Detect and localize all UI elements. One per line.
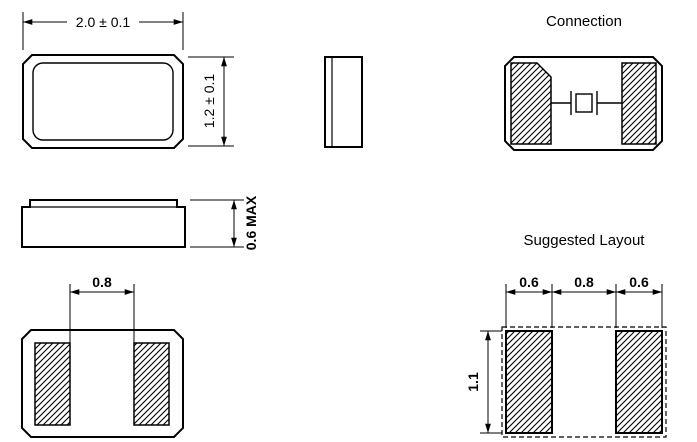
suggested-layout-title: Suggested Layout [524,232,646,249]
layout-pad-right [615,330,663,434]
layout-package-outline-dashed [501,326,667,438]
layout-pad-left [505,330,553,434]
top-view-package-outline [22,54,184,149]
dim-label-mask [67,14,139,29]
layout-left-pad-width-label: 0.6 [519,274,539,290]
connection-pad-right [621,62,657,145]
crystal-symbol [551,91,622,115]
bottom-view-pad-left [34,342,71,426]
end-view [324,56,363,148]
suggested-layout-view: Suggested Layout 0.6 0.8 0.6 1.1 [465,232,667,438]
layout-right-pad-width-label: 0.6 [629,274,649,290]
side-view-height-label: 0.6 MAX [243,195,259,250]
layout-gap-label: 0.8 [574,274,594,290]
side-view: 0.6 MAX [21,195,259,250]
connection-title: Connection [546,13,622,30]
connection-view: Connection [504,13,663,151]
top-view: 2.0 ± 0.1 1.2 ± 0.1 [22,12,234,149]
top-view-width-label: 2.0 ± 0.1 [76,14,131,30]
bottom-view-package-outline [21,329,184,438]
bottom-view: 0.8 [21,274,184,438]
layout-pad-height-label: 1.1 [465,372,481,392]
end-view-outline [324,56,363,148]
top-view-cavity-outline [32,62,174,141]
crystal-body [575,93,593,113]
connection-package-outline [504,56,663,151]
top-view-height-label: 1.2 ± 0.1 [201,74,217,129]
bottom-view-gap-label: 0.8 [92,274,112,290]
bottom-view-pad-right [133,342,170,426]
connection-pad-left [510,62,552,145]
